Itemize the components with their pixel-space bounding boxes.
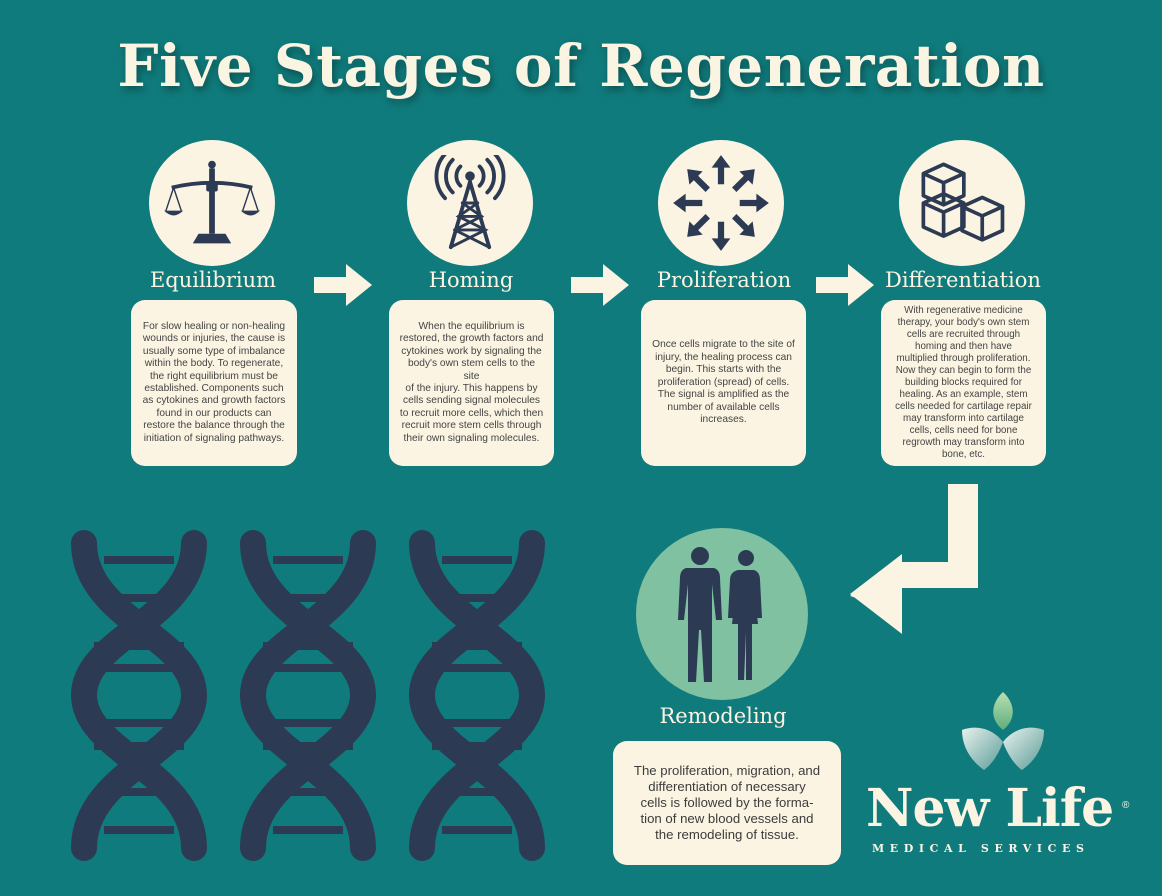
stage-label-equilibrium: Equilibrium (149, 268, 277, 292)
equilibrium-circle (149, 140, 275, 266)
signal-tower-icon (434, 155, 506, 250)
homing-circle (407, 140, 533, 266)
homing-description-card: When the equilibrium is restored, the gr… (389, 300, 554, 466)
scale-icon (164, 160, 260, 244)
differentiation-description: With regenerative medicine therapy, your… (895, 305, 1032, 460)
remodeling-description: The proliferation, migration, and differ… (633, 762, 821, 843)
differentiation-description-card: With regenerative medicine therapy, your… (881, 300, 1046, 466)
proliferation-description-card: Once cells migrate to the site of injury… (641, 300, 806, 466)
equilibrium-description: For slow healing or non-healing wounds o… (142, 320, 286, 444)
dna-helix-icon (70, 530, 208, 861)
right-arrow-icon (816, 264, 874, 306)
equilibrium-description-card: For slow healing or non-healing wounds o… (131, 300, 297, 466)
dna-helix-icon (408, 530, 546, 861)
cubes-icon (921, 162, 1005, 242)
brand-name: New Life (866, 778, 1114, 839)
leaf-logo-icon (962, 692, 1044, 770)
stage-label-differentiation: Differentiation (885, 268, 1041, 292)
stage-label-homing: Homing (428, 268, 514, 292)
brand-subtitle: MEDICAL SERVICES (872, 842, 1090, 855)
remodeling-circle (636, 528, 808, 700)
right-arrow-icon (571, 264, 629, 306)
remodeling-description-card: The proliferation, migration, and differ… (613, 741, 841, 865)
page-title: Five Stages of Regeneration (117, 32, 1045, 100)
dna-helix-icon (239, 530, 377, 861)
expand-arrows-icon (673, 155, 769, 251)
human-figures-icon (678, 547, 762, 682)
proliferation-description: Once cells migrate to the site of injury… (652, 339, 795, 426)
elbow-arrow-icon (850, 484, 978, 634)
homing-description: When the equilibrium is restored, the gr… (399, 320, 544, 444)
right-arrow-icon (314, 264, 372, 306)
registered-mark: ® (1122, 800, 1130, 811)
differentiation-circle (899, 140, 1025, 266)
proliferation-circle (658, 140, 784, 266)
stage-label-proliferation: Proliferation (656, 268, 792, 292)
stage-label-remodeling: Remodeling (659, 704, 787, 728)
